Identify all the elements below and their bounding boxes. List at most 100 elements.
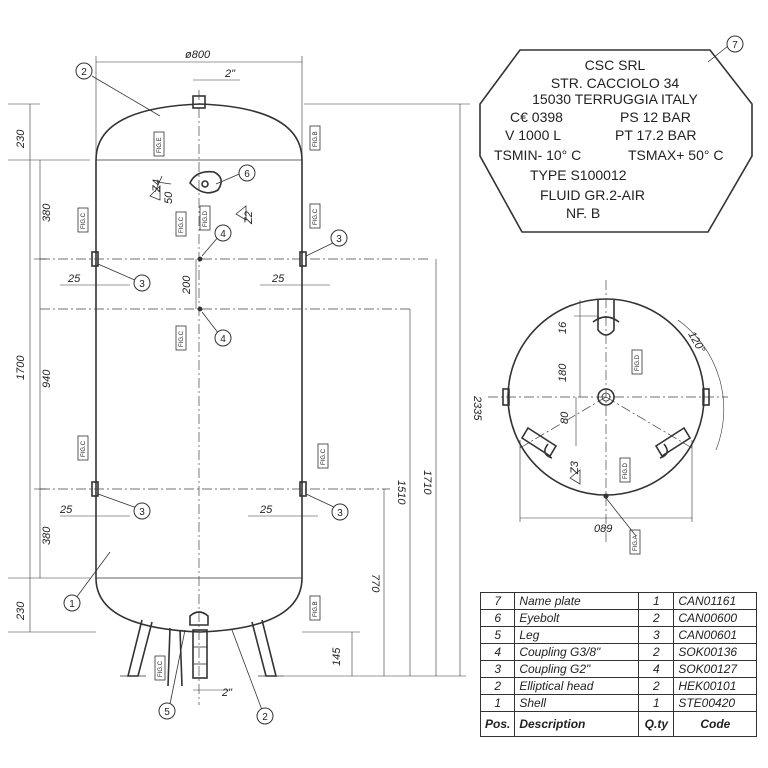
fig-c-tag-right-lower: FIG.C bbox=[321, 448, 327, 465]
bom-cell-qty: 2 bbox=[638, 609, 675, 627]
dim-leg-height: 145 bbox=[331, 647, 343, 666]
fig-e-tag: FIG.E bbox=[157, 137, 163, 153]
dim-shell-length: 1700 bbox=[15, 355, 27, 380]
bom-cell-code: CAN01161 bbox=[673, 592, 758, 610]
plan-fig-d-lower: FIG.D bbox=[623, 462, 629, 479]
balloon-3-upper-right: 3 bbox=[336, 234, 342, 245]
dim-1710: 1710 bbox=[421, 470, 433, 495]
plate-ps: PS 12 BAR bbox=[620, 109, 691, 125]
bom-cell-pos: 3 bbox=[479, 660, 516, 678]
balloon-6: 6 bbox=[244, 169, 250, 180]
balloon-7: 7 bbox=[732, 40, 738, 51]
dim-offset-lower-left: 25 bbox=[59, 504, 73, 516]
bom-cell-code: CAN00600 bbox=[673, 609, 758, 627]
plan-fig-a: FIG.A bbox=[633, 535, 639, 551]
weld-50: 50 bbox=[163, 191, 175, 204]
dim-bottom-coupling: 2" bbox=[221, 687, 233, 699]
elevation-dimensions: ø800 2" 230 230 1700 380 940 380 25 25 2… bbox=[8, 49, 483, 699]
bom-cell-pos: 4 bbox=[479, 643, 516, 661]
weld-z2: Z2 bbox=[243, 211, 255, 225]
fig-c-tag-left-upper: FIG.C bbox=[81, 212, 87, 229]
fig-b-tag-top: FIG.B bbox=[313, 131, 319, 147]
dim-offset-upper-right: 25 bbox=[271, 273, 285, 285]
bom-cell-desc: Coupling G3/8" bbox=[514, 643, 640, 661]
plan-dim-120: 120° bbox=[685, 330, 707, 356]
dim-top-head: 230 bbox=[15, 129, 27, 149]
plan-view: 16 180 80 120° Z3 089 FIG.D FIG.D FIG.A bbox=[488, 280, 728, 555]
weld-z4: Z4 bbox=[151, 179, 163, 193]
dim-770: 770 bbox=[369, 574, 381, 593]
fig-c-tag-center-upper: FIG.C bbox=[179, 216, 185, 233]
balloon-2-bottom: 2 bbox=[262, 712, 268, 723]
bom-cell-qty: 3 bbox=[638, 626, 675, 644]
plan-weld-z3: Z3 bbox=[569, 460, 581, 475]
balloon-4-upper: 4 bbox=[220, 229, 226, 240]
fig-c-tag-left-lower: FIG.C bbox=[81, 440, 87, 457]
balloon-5: 5 bbox=[164, 707, 170, 718]
bom-cell-code: SOK00127 bbox=[673, 660, 758, 678]
dim-diameter: ø800 bbox=[185, 49, 211, 61]
dim-upper-section: 380 bbox=[41, 203, 53, 222]
bom-cell-desc: Elliptical head bbox=[514, 677, 640, 695]
fig-d-tag-elev: FIG.D bbox=[203, 210, 209, 227]
bom-cell-pos: 6 bbox=[479, 609, 516, 627]
bom-cell-code: STE00420 bbox=[673, 694, 758, 712]
bom-cell-qty: 1 bbox=[638, 592, 675, 610]
bom-cell-qty: 2 bbox=[638, 677, 675, 695]
bom-cell-desc: Coupling G2" bbox=[514, 660, 640, 678]
plate-ce-mark: C€ 0398 bbox=[510, 109, 563, 125]
plate-pt: PT 17.2 BAR bbox=[615, 127, 696, 143]
fig-c-tag-leg: FIG.C bbox=[158, 660, 164, 677]
plate-fluid: FLUID GR.2-AIR bbox=[540, 187, 645, 203]
plate-nf: NF. B bbox=[566, 205, 600, 221]
balloon-4-lower: 4 bbox=[220, 334, 226, 345]
balloon-1: 1 bbox=[69, 599, 75, 610]
plate-volume: V 1000 L bbox=[505, 127, 561, 143]
bom-header-qty: Q.ty bbox=[638, 711, 675, 737]
balloon-3-lower-left: 3 bbox=[139, 507, 145, 518]
dim-offset-upper-left: 25 bbox=[67, 273, 81, 285]
plan-fig-d-upper: FIG.D bbox=[635, 354, 641, 371]
bom-header-row: Pos. Description Q.ty Code bbox=[479, 711, 758, 737]
dim-top-coupling: 2" bbox=[224, 68, 236, 80]
fig-b-tag-bottom: FIG.B bbox=[313, 601, 319, 617]
balloon-3-upper-left: 3 bbox=[139, 279, 145, 290]
fig-c-tag-center-lower: FIG.C bbox=[179, 330, 185, 347]
bom-cell-desc: Leg bbox=[514, 626, 640, 644]
fig-c-tag-right-upper: FIG.C bbox=[313, 208, 319, 225]
figure-tags-elevation: FIG.E FIG.B FIG.D FIG.C FIG.C FIG.C FIG.… bbox=[77, 125, 329, 681]
bom-cell-pos: 1 bbox=[479, 694, 516, 712]
plate-address2: 15030 TERRUGGIA ITALY bbox=[532, 91, 698, 107]
bom-cell-qty: 1 bbox=[638, 694, 675, 712]
bom-cell-qty: 2 bbox=[638, 643, 675, 661]
plan-dim-16: 16 bbox=[557, 321, 569, 334]
nameplate: 7 CSC SRL STR. CACCIOLO 34 15030 TERRUGG… bbox=[479, 35, 753, 233]
bom-cell-pos: 5 bbox=[479, 626, 516, 644]
balloons-elevation: 2 6 4 4 3 3 3 3 1 5 2 bbox=[63, 62, 349, 725]
plate-address1: STR. CACCIOLO 34 bbox=[551, 75, 680, 91]
plan-dim-180: 180 bbox=[557, 363, 569, 382]
dim-spacing-200: 200 bbox=[181, 275, 193, 295]
bom-header-pos: Pos. bbox=[479, 711, 516, 737]
tank-elevation bbox=[40, 90, 430, 705]
dim-middle-section: 940 bbox=[41, 369, 53, 388]
plan-dim-80: 80 bbox=[559, 411, 571, 424]
dim-lower-section: 380 bbox=[41, 526, 53, 545]
plan-dim-089: 089 bbox=[594, 523, 612, 535]
bom-cell-pos: 2 bbox=[479, 677, 516, 695]
plate-tsmax: TSMAX+ 50° C bbox=[628, 147, 723, 163]
bom-cell-pos: 7 bbox=[479, 592, 516, 610]
bom-cell-desc: Shell bbox=[514, 694, 640, 712]
dim-total-height: 2335 bbox=[471, 395, 483, 421]
bom-cell-qty: 4 bbox=[638, 660, 675, 678]
balloon-2-top: 2 bbox=[81, 67, 87, 78]
